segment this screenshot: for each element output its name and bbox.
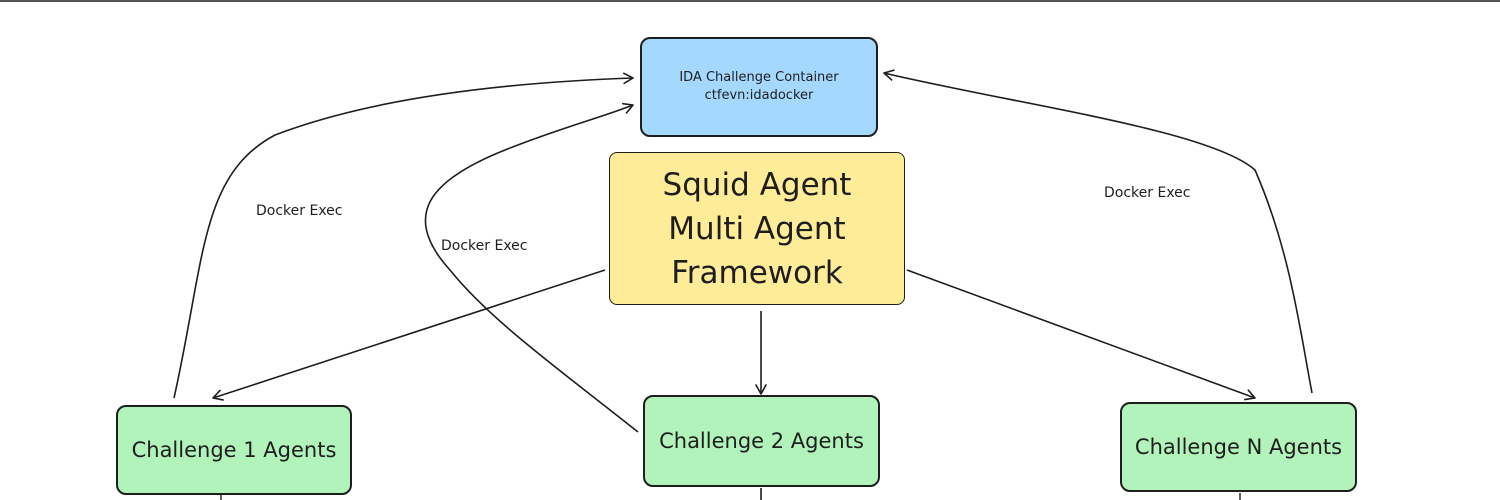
container-image: ctfevn:idadocker — [704, 88, 814, 103]
squid-agent-framework-node[interactable]: Squid Agent Multi Agent Framework — [609, 152, 905, 305]
challenge-2-agents-node[interactable]: Challenge 2 Agents — [643, 395, 880, 487]
ida-challenge-container-node[interactable]: IDA Challenge Container ctfevn:idadocker — [640, 37, 878, 137]
edge-framework-to-challengen — [906, 269, 1256, 401]
edge-framework-to-challenge1 — [212, 269, 606, 401]
framework-label: Squid Agent Multi Agent Framework — [662, 166, 852, 291]
challenge-n-label: Challenge N Agents — [1134, 435, 1343, 459]
edge-challengen-to-container — [883, 69, 1313, 394]
edge-label-docker-exec-middle: Docker Exec — [441, 238, 528, 254]
challenge-1-label: Challenge 1 Agents — [131, 438, 337, 462]
challenge-n-agents-node[interactable]: Challenge N Agents — [1120, 402, 1357, 492]
edge-challenge2-to-container — [424, 102, 639, 433]
edge-challenge1-to-container — [173, 72, 634, 399]
edge-label-docker-exec-right: Docker Exec — [1104, 185, 1191, 201]
top-divider — [0, 0, 1500, 2]
container-title: IDA Challenge Container — [679, 70, 839, 85]
challenge-2-label: Challenge 2 Agents — [659, 429, 864, 453]
edge-label-docker-exec-left: Docker Exec — [256, 203, 343, 219]
challenge-1-agents-node[interactable]: Challenge 1 Agents — [116, 405, 352, 495]
